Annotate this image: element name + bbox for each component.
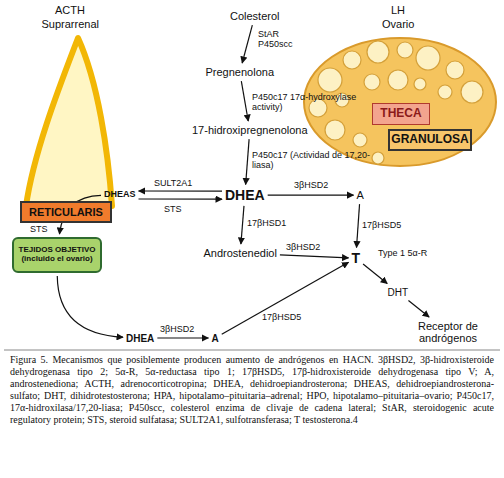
- node-text: Pregnenolona: [206, 66, 275, 78]
- pathway-arrow: [268, 194, 354, 195]
- compound-label: A: [357, 189, 364, 201]
- labelled-box: TEJIDOS OBJETIVO(incluido el ovario): [12, 237, 102, 273]
- follicle: [414, 78, 426, 90]
- pathway-arrow: [408, 301, 429, 318]
- pathway-arrow: [157, 337, 208, 338]
- pathway-arrow: [242, 25, 252, 63]
- node-text: DHT: [388, 287, 409, 298]
- enzyme-label: StAR P450scc: [258, 29, 303, 50]
- node-text: DHEAS: [104, 190, 136, 200]
- pathway-arrow: [280, 255, 349, 258]
- follicle: [461, 81, 483, 103]
- pathway-arrow: [246, 139, 249, 184]
- figure-label: Ovario: [382, 18, 414, 30]
- enzyme-label: 17βHSD5: [362, 220, 412, 230]
- follicle: [372, 152, 384, 164]
- enzyme-label: 3βHSD2: [160, 324, 205, 334]
- compound-label: Colesterol: [230, 10, 280, 22]
- enzyme-label: P450c17 17α-hydroxylase activity): [252, 92, 370, 113]
- node-text: A: [212, 333, 219, 344]
- compound-label: Pregnenolona: [206, 66, 275, 78]
- compound-label: Androstenediol: [204, 247, 277, 259]
- enzyme-label: 3βHSD2: [286, 242, 331, 252]
- pathway-arrow: [139, 198, 222, 199]
- compound-label: DHT: [388, 287, 409, 298]
- labelled-box: RETICULARIS: [20, 201, 112, 223]
- follicle: [364, 74, 380, 90]
- compound-label: A: [212, 333, 219, 344]
- labelled-box: THECA: [372, 103, 430, 125]
- figure-label: ACTH: [55, 4, 85, 16]
- pathway-arrow: [241, 81, 248, 121]
- follicle: [318, 68, 342, 92]
- node-text: Androstenediol: [204, 247, 277, 259]
- enzyme-label: STS: [30, 224, 60, 234]
- figure-label: LH: [391, 4, 405, 16]
- follicle: [367, 41, 389, 63]
- pathway-arrow: [241, 206, 244, 244]
- follicle: [438, 85, 452, 99]
- compound-label: DHEAS: [104, 190, 136, 200]
- follicles: [309, 41, 483, 164]
- pathway-arrow: [57, 276, 123, 337]
- node-text: TEJIDOS OBJETIVO: [19, 246, 96, 255]
- compound-label: Receptor de andrógenos: [405, 320, 491, 344]
- enzyme-label: SULT2A1: [154, 178, 204, 188]
- compound-label: T: [352, 251, 361, 266]
- labelled-box: GRANULOSA: [388, 129, 472, 151]
- node-text: (incluido el ovario): [21, 255, 92, 264]
- node-text: DHEA: [126, 333, 154, 344]
- follicle: [353, 133, 367, 147]
- pathway-arrow: [222, 262, 349, 334]
- compound-label: 17-hidroxipregnenolona: [192, 124, 308, 136]
- pathway-arrow: [357, 204, 360, 247]
- node-text: GRANULOSA: [391, 133, 468, 146]
- node-text: T: [352, 251, 361, 266]
- enzyme-label: Type 1 5α-R: [378, 248, 438, 258]
- enzyme-label: P450c17 (Actividad de 17,20-liasa): [252, 150, 382, 171]
- adrenal-gland: [26, 38, 112, 206]
- enzyme-label: STS: [164, 204, 194, 214]
- follicle: [446, 61, 464, 79]
- figure-caption: Figura 5. Mecanismos que posiblemente pr…: [10, 354, 494, 426]
- follicle: [325, 120, 345, 140]
- follicle: [397, 42, 413, 58]
- pathway-arrow: [363, 264, 387, 283]
- node-text: 17-hidroxipregnenolona: [192, 124, 308, 136]
- node-text: RETICULARIS: [29, 206, 103, 218]
- node-text: A: [357, 189, 364, 201]
- enzyme-label: 17βHSD5: [262, 312, 307, 322]
- node-text: THECA: [380, 107, 421, 120]
- node-text: Receptor de andrógenos: [405, 320, 491, 344]
- node-text: Colesterol: [230, 10, 280, 22]
- follicle: [343, 51, 361, 69]
- figure-label: Suprarrenal: [42, 18, 99, 30]
- enzyme-label: 17βHSD1: [247, 218, 297, 228]
- compound-label: DHEA: [225, 188, 265, 203]
- pathway-arrow: [139, 190, 222, 191]
- compound-label: DHEA: [126, 333, 154, 344]
- node-text: DHEA: [225, 188, 265, 203]
- enzyme-label: 3βHSD2: [294, 180, 339, 190]
- caption-rule: [4, 350, 500, 351]
- follicle: [388, 70, 408, 90]
- follicle: [416, 46, 440, 70]
